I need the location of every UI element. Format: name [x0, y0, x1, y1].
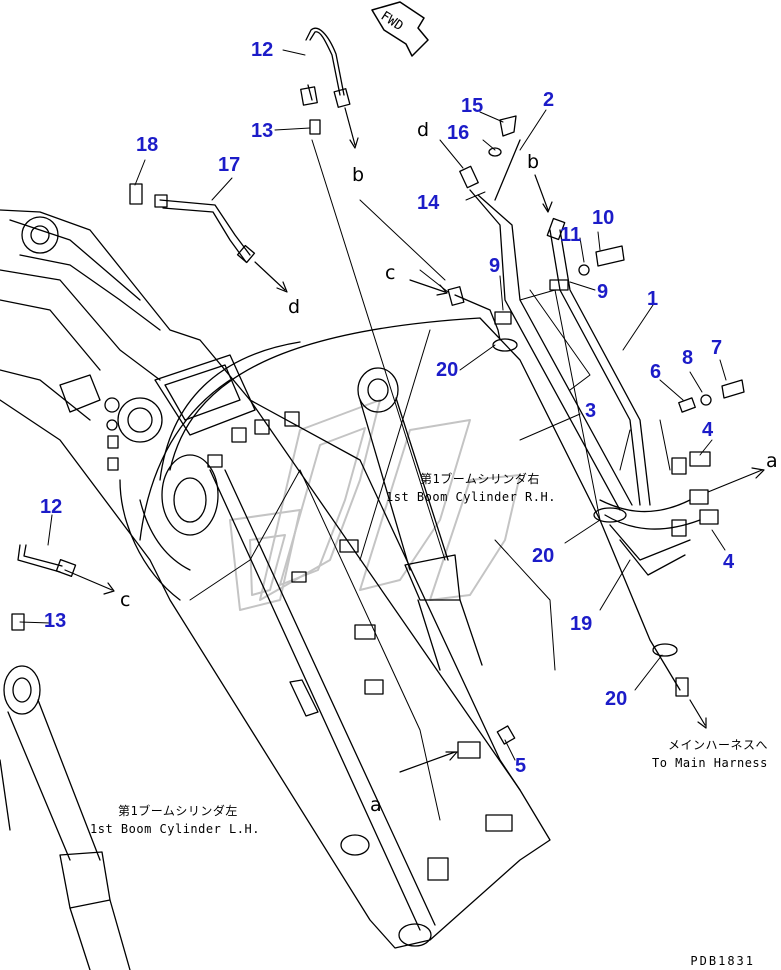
- rh-cylinder-caption-en: 1st Boom Cylinder R.H.: [386, 490, 556, 504]
- direction-arrows: [64, 107, 765, 773]
- rh-boom-cylinder: [357, 367, 483, 671]
- part-number-12-top: 12: [251, 39, 274, 61]
- connection-letter-b-top: b: [352, 164, 365, 186]
- drawing-code: PDB1831: [690, 954, 755, 968]
- part-number-19: 19: [570, 613, 593, 635]
- connection-letter-b-right: b: [527, 151, 540, 173]
- rh-cylinder-caption-jp: 第1ブームシリンダ右: [420, 472, 540, 486]
- connection-letter-a-right: a: [766, 450, 778, 472]
- part-number-20-bottom: 20: [605, 688, 628, 710]
- part-number-5: 5: [515, 755, 527, 777]
- part-number-11: 11: [560, 224, 582, 246]
- connection-letter-d-mid: d: [288, 296, 301, 318]
- part-number-4-top: 4: [702, 419, 714, 441]
- part-number-6: 6: [650, 361, 662, 383]
- part-number-20-top: 20: [436, 359, 459, 381]
- part-number-3: 3: [585, 400, 597, 422]
- part-number-7: 7: [711, 337, 723, 359]
- connection-letter-d-top: d: [417, 119, 430, 141]
- leader-lines: [19, 49, 727, 821]
- part-number-17: 17: [218, 154, 241, 176]
- lh-cylinder-caption-en: 1st Boom Cylinder L.H.: [90, 822, 260, 836]
- lh-cylinder-caption-jp: 第1ブームシリンダ左: [118, 804, 238, 818]
- part-number-9-top: 9: [489, 255, 501, 277]
- part-number-13-left: 13: [44, 610, 67, 632]
- wire-harness: [11, 27, 745, 745]
- part-number-4-bottom: 4: [723, 551, 735, 573]
- part-number-9-right: 9: [597, 281, 609, 303]
- part-number-16: 16: [447, 122, 470, 144]
- connection-letter-a-bottom: a: [370, 794, 382, 816]
- part-number-14: 14: [417, 192, 440, 214]
- boom-body: [0, 209, 551, 949]
- part-number-12-left: 12: [40, 496, 63, 518]
- watermark-logo: [229, 399, 521, 611]
- part-number-10: 10: [592, 207, 615, 229]
- part-number-1: 1: [647, 288, 659, 310]
- part-number-18: 18: [136, 134, 159, 156]
- connection-letter-c-mid: c: [385, 262, 396, 284]
- part-number-2: 2: [543, 89, 555, 111]
- part-number-8: 8: [682, 347, 694, 369]
- part-number-15: 15: [461, 95, 484, 117]
- part-number-13-top: 13: [251, 120, 274, 142]
- part-number-20-mid: 20: [532, 545, 555, 567]
- main-harness-caption-en: To Main Harness: [652, 756, 768, 770]
- main-harness-caption-jp: メインハーネスへ: [668, 738, 769, 752]
- lh-boom-cylinder: [0, 665, 131, 970]
- fwd-arrow: [371, 1, 429, 57]
- connection-letter-c-left: c: [120, 589, 131, 611]
